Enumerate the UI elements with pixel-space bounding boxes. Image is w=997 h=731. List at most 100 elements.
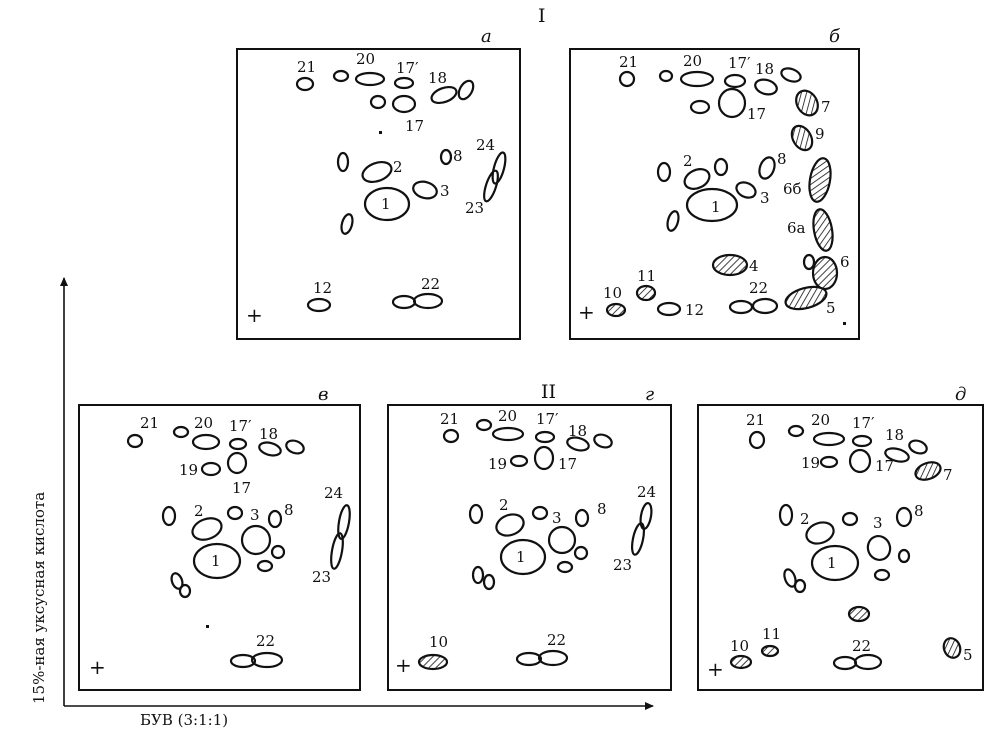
origin-mark: + [246,303,263,327]
spot [683,168,711,190]
spot [851,434,873,448]
spot [191,433,221,451]
spot-label: 17 [875,457,894,475]
spot-label: 11 [637,267,656,285]
spot [226,505,244,521]
spot [679,70,715,88]
spot-label: 24 [637,483,656,501]
spot [942,637,962,659]
spot [574,508,590,528]
spot-label: 21 [746,411,765,429]
spot [897,548,911,564]
spot [509,454,529,468]
spot [499,538,547,576]
origin-mark: + [578,300,595,324]
panel-letter: д [955,384,966,405]
spot-label: 6 [840,253,850,271]
spot-label: 5 [826,299,836,317]
spot [728,299,754,315]
spot [361,161,393,183]
spot [914,461,942,481]
spot [537,649,569,667]
spot [515,651,543,667]
spot-label: 17 [405,117,424,135]
spot [332,69,350,83]
spot-label: 18 [755,60,774,78]
panel-frame [697,404,984,691]
spot-label: 12 [685,301,704,319]
spot [566,436,590,452]
spot-label: 2 [800,510,810,528]
spot [226,451,248,475]
spot [805,521,835,545]
spot-label: 8 [453,147,463,165]
spot-label: 3 [873,514,883,532]
dot [379,131,382,134]
spot [758,156,776,180]
spot [685,187,739,223]
y-axis-label: 15%-ная уксусная кислота [30,492,48,704]
spot-label: 21 [619,53,638,71]
spot [735,181,757,199]
spot [340,213,354,235]
spot-label: 3 [760,189,770,207]
origin-mark: + [707,657,724,681]
spot [531,505,549,521]
spot-label: 17′ [728,54,751,72]
spot [810,544,860,582]
spot [126,433,144,449]
panel-b: б + 21 20 17′ 18 7 17 9 2 8 6б 3 1 6а [569,26,860,340]
spot-label: 8 [284,501,294,519]
spot-label: 20 [194,414,213,432]
spot [717,87,747,119]
dot [843,322,846,325]
panel-frame [78,404,361,691]
panel-letter: а [481,26,492,47]
spot-label: 1 [381,195,391,213]
spot [533,445,555,471]
spot-label: 10 [730,637,749,655]
spot [778,503,794,527]
spot [573,545,589,561]
spot-label: 23 [465,199,484,217]
spot [412,292,444,310]
spot [812,431,846,447]
spot [729,654,753,670]
spot [240,524,272,556]
spot-label: 22 [852,637,871,655]
spot [787,424,805,438]
panel-v: в + 21 20 17′ 18 19 17 2 3 8 24 23 1 [78,384,361,691]
group-label-2: II [541,381,556,403]
spot-label: 2 [393,158,403,176]
spot [258,441,282,457]
spot [656,301,682,317]
origin-mark: + [395,653,412,677]
spot-label: 4 [749,257,759,275]
spot-label: 17′ [536,410,559,428]
spot-label: 22 [749,279,768,297]
dot [206,625,209,628]
spot-label: 1 [827,554,837,572]
panel-frame [387,404,672,691]
spot [369,94,387,110]
spot-label: 2 [683,152,693,170]
spot [639,502,653,530]
spot [593,433,613,449]
spot-label: 24 [324,484,343,502]
spot [228,437,248,451]
spot-label: 9 [815,125,825,143]
spot-label: 20 [811,411,830,429]
spot [412,180,438,200]
spot [748,430,766,450]
spot [337,504,351,540]
spot [468,503,484,525]
spot [812,208,834,252]
spot-label: 22 [547,631,566,649]
x-axis-label: БУВ (3:1:1) [140,711,228,729]
spot [556,560,574,574]
group-label-1: I [538,5,546,27]
spot-label: 3 [440,182,450,200]
spot-label: 21 [297,58,316,76]
spot [873,568,891,582]
